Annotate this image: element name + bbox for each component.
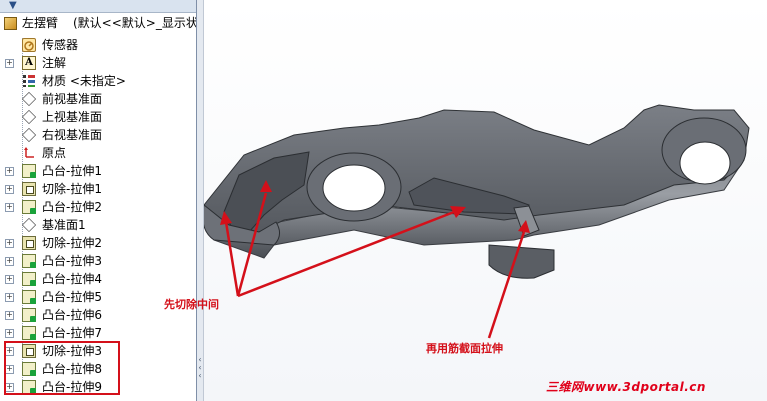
tree-item-label: 切除-拉伸3 bbox=[42, 344, 102, 358]
lower-boss bbox=[488, 244, 555, 279]
tree-item-label: 原点 bbox=[42, 146, 67, 160]
tree-item[interactable]: 基准面1 bbox=[0, 216, 196, 234]
plane-icon bbox=[21, 127, 37, 143]
plane-icon bbox=[21, 217, 37, 233]
left-lug bbox=[204, 204, 280, 246]
tree-item-label: 凸台-拉伸1 bbox=[42, 164, 102, 178]
annotation-icon: A bbox=[22, 56, 36, 70]
tree-item[interactable]: 上视基准面 bbox=[0, 108, 196, 126]
model-view bbox=[204, 104, 750, 339]
boss-extrude-icon bbox=[22, 326, 36, 340]
tree-item-label: 右视基准面 bbox=[42, 128, 103, 142]
site-watermark: 三维网www.3dportal.cn bbox=[546, 380, 706, 394]
tree-item-label: 材质 <未指定> bbox=[42, 74, 126, 88]
boss-extrude-icon bbox=[22, 308, 36, 322]
tree-item-label: 注解 bbox=[42, 56, 67, 70]
annotation-cut-middle: 先切除中间 bbox=[164, 298, 219, 311]
expand-toggle-icon[interactable]: + bbox=[5, 238, 14, 248]
boss-extrude-icon bbox=[22, 272, 36, 286]
tree-guide-line bbox=[22, 38, 23, 394]
swing-arm-model bbox=[204, 104, 750, 279]
tree-item-label: 凸台-拉伸9 bbox=[42, 380, 102, 394]
tree-item[interactable]: +切除-拉伸3 bbox=[0, 342, 196, 360]
tree-item-label: 凸台-拉伸4 bbox=[42, 272, 102, 286]
tree-item[interactable]: +凸台-拉伸9 bbox=[0, 378, 196, 396]
tree-item-label: 切除-拉伸1 bbox=[42, 182, 102, 196]
tree-item-label: 传感器 bbox=[42, 38, 79, 52]
tree-item-label: 基准面1 bbox=[42, 218, 86, 232]
filter-icon[interactable]: ▼ bbox=[9, 0, 17, 11]
tree-item[interactable]: + 凸台-拉伸5 bbox=[0, 288, 196, 306]
boss-extrude-icon bbox=[22, 164, 36, 178]
tree-item[interactable]: 右视基准面 bbox=[0, 126, 196, 144]
tree-item[interactable]: + 凸台-拉伸1 bbox=[0, 162, 196, 180]
tree-item[interactable]: + 凸台-拉伸2 bbox=[0, 198, 196, 216]
tree-item-label: 凸台-拉伸3 bbox=[42, 254, 102, 268]
tree-item[interactable]: + 凸台-拉伸7 bbox=[0, 324, 196, 342]
expand-toggle-icon[interactable]: + bbox=[5, 58, 14, 68]
panel-splitter[interactable]: ‹‹‹ bbox=[197, 0, 204, 401]
expand-toggle-icon[interactable]: + bbox=[5, 256, 14, 266]
tree-item-label: 凸台-拉伸5 bbox=[42, 290, 102, 304]
expand-toggle-icon[interactable]: + bbox=[5, 166, 14, 176]
tree-item[interactable]: 材质 <未指定> bbox=[0, 72, 196, 90]
tree-item[interactable]: 传感器 bbox=[0, 36, 196, 54]
part-config: (默认<<默认>_显示状态 bbox=[73, 16, 197, 30]
annotation-arrows bbox=[220, 180, 530, 339]
center-hole bbox=[322, 164, 386, 212]
tree-item[interactable]: + A 注解 bbox=[0, 54, 196, 72]
collapse-arrows-icon[interactable]: ‹‹‹ bbox=[198, 355, 202, 380]
expand-toggle-icon[interactable]: + bbox=[5, 310, 14, 320]
boss-extrude-icon bbox=[22, 200, 36, 214]
tree-root-part[interactable]: 左摆臂 (默认<<默认>_显示状态 bbox=[0, 14, 196, 32]
tree-item-label: 凸台-拉伸2 bbox=[42, 200, 102, 214]
tree-item[interactable]: + 凸台-拉伸3 bbox=[0, 252, 196, 270]
boss-extrude-icon bbox=[22, 362, 36, 376]
highlight-box bbox=[4, 341, 120, 395]
expand-toggle-icon[interactable]: + bbox=[5, 292, 14, 302]
tree-item[interactable]: + 切除-拉伸2 bbox=[0, 234, 196, 252]
cut-extrude-icon bbox=[22, 236, 36, 250]
origin-icon bbox=[22, 146, 36, 160]
tree-item[interactable]: 原点 bbox=[0, 144, 196, 162]
expand-toggle-icon[interactable]: + bbox=[5, 274, 14, 284]
tree-item-label: 前视基准面 bbox=[42, 92, 103, 106]
tree-item[interactable]: + 切除-拉伸1 bbox=[0, 180, 196, 198]
expand-toggle-icon[interactable]: + bbox=[5, 184, 14, 194]
tree-item[interactable]: + 凸台-拉伸4 bbox=[0, 270, 196, 288]
tree-item-label: 凸台-拉伸6 bbox=[42, 308, 102, 322]
part-name: 左摆臂 bbox=[22, 16, 59, 30]
tree-item[interactable]: + 凸台-拉伸6 bbox=[0, 306, 196, 324]
annotation-rib-extrude: 再用筋截面拉伸 bbox=[426, 342, 503, 355]
tree-filter-bar: ▼ bbox=[0, 0, 196, 13]
expand-toggle-icon[interactable]: + bbox=[5, 328, 14, 338]
tree-item-label: 凸台-拉伸7 bbox=[42, 326, 102, 340]
graphics-viewport[interactable]: 先切除中间 再用筋截面拉伸 bbox=[164, 0, 767, 401]
feature-manager-tree: ▼ 左摆臂 (默认<<默认>_显示状态 传感器 + A 注解材质 <未指定> 前视基准面… bbox=[0, 0, 197, 401]
plane-icon bbox=[21, 91, 37, 107]
part-icon bbox=[4, 17, 17, 30]
plane-icon bbox=[21, 109, 37, 125]
tree-item[interactable]: 前视基准面 bbox=[0, 90, 196, 108]
tree-item[interactable]: +凸台-拉伸8 bbox=[0, 360, 196, 378]
tree-item-label: 凸台-拉伸8 bbox=[42, 362, 102, 376]
tree-item-label: 切除-拉伸2 bbox=[42, 236, 102, 250]
right-hole bbox=[679, 141, 731, 185]
rib-area bbox=[513, 205, 540, 237]
expand-toggle-icon[interactable]: + bbox=[5, 202, 14, 212]
cut-extrude-icon bbox=[22, 182, 36, 196]
sensor-icon bbox=[22, 38, 36, 52]
boss-extrude-icon bbox=[22, 290, 36, 304]
cut-extrude-icon bbox=[22, 344, 36, 358]
boss-extrude-icon bbox=[22, 254, 36, 268]
material-icon bbox=[22, 74, 36, 88]
tree-item-label: 上视基准面 bbox=[42, 110, 103, 124]
